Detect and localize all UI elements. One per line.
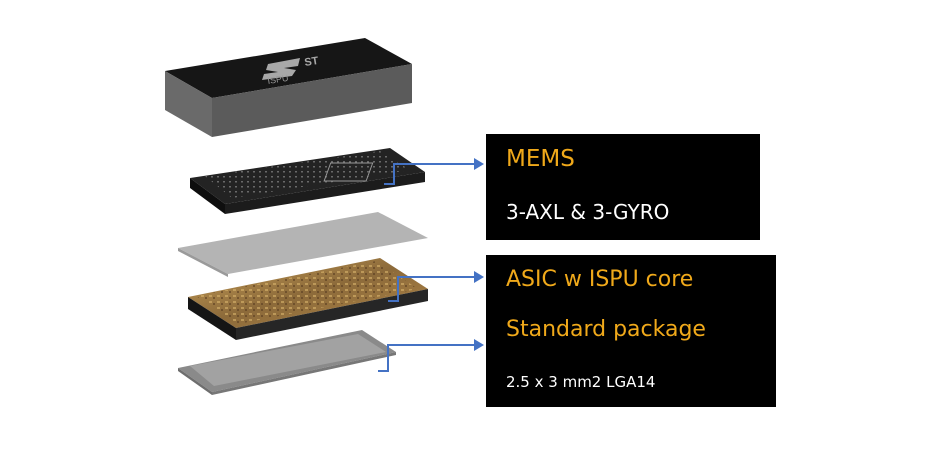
- asic-label-box: ASIC w ISPU core Standard package 2.5 x …: [486, 255, 776, 407]
- package-title: Standard package: [506, 317, 706, 342]
- mems-die-front: [190, 178, 225, 214]
- spacer-film-edge: [178, 248, 228, 277]
- mems-arrow-head: [474, 158, 484, 170]
- mems-title: MEMS: [506, 146, 575, 172]
- mems-die-layer: [190, 148, 425, 214]
- mold-cap-layer: ST ISPU: [165, 38, 412, 137]
- package-arrow-head: [474, 339, 484, 351]
- asic-die-front: [188, 297, 236, 340]
- connector-arrows: [378, 158, 484, 372]
- substrate-side: [212, 352, 396, 395]
- asic-die-circuit: [196, 261, 418, 324]
- mems-subtitle: 3-AXL & 3-GYRO: [506, 200, 670, 224]
- substrate-front: [178, 368, 212, 395]
- spacer-film-layer: [178, 212, 428, 277]
- mold-cap-front: [165, 71, 212, 137]
- substrate-inner: [190, 334, 386, 386]
- mems-sensor-window: [323, 162, 374, 182]
- mold-cap-side: [212, 64, 412, 137]
- asic-title: ASIC w ISPU core: [506, 267, 694, 292]
- st-logo-icon: [262, 58, 300, 80]
- mold-cap-top: [165, 38, 412, 98]
- asic-die-side: [236, 289, 428, 340]
- mems-label-box: MEMS 3-AXL & 3-GYRO: [486, 134, 760, 240]
- package-connector-arrow: [378, 344, 474, 372]
- chip-product-marking: ISPU: [267, 73, 289, 86]
- substrate-layer: [178, 330, 396, 395]
- package-subtitle: 2.5 x 3 mm2 LGA14: [506, 373, 656, 391]
- asic-connector-arrow: [388, 276, 474, 302]
- asic-die-layer: [188, 258, 428, 340]
- spacer-film-top: [178, 212, 428, 274]
- chip-brand-marking: ST: [304, 55, 320, 69]
- mems-die-side: [225, 172, 425, 214]
- mems-connector-arrow: [384, 163, 474, 185]
- asic-arrow-head: [474, 271, 484, 283]
